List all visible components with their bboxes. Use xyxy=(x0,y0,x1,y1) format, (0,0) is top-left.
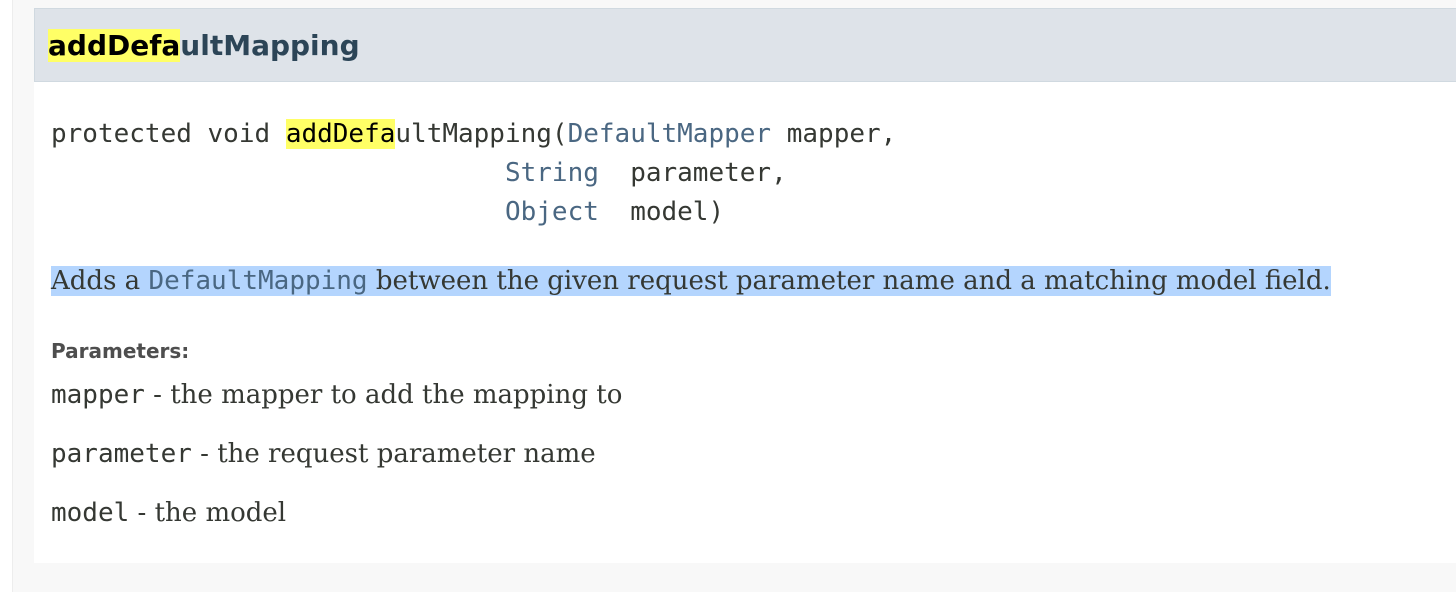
method-header: addDefaultMapping xyxy=(34,8,1456,82)
param-item-mapper: mapper - the mapper to add the mapping t… xyxy=(51,378,622,412)
param-name: model xyxy=(51,498,130,528)
method-title: addDefaultMapping xyxy=(48,28,360,64)
signature-gap xyxy=(599,158,630,188)
description-after: between the given request parameter name… xyxy=(367,266,1331,296)
type-link-object[interactable]: Object xyxy=(504,197,599,227)
method-detail-block: addDefaultMapping protected void addDefa… xyxy=(34,8,1456,563)
signature-param-model: model) xyxy=(630,197,725,227)
type-link-string[interactable]: String xyxy=(504,158,599,188)
param-desc: - the request parameter name xyxy=(191,439,596,469)
param-item-parameter: parameter - the request parameter name xyxy=(51,437,596,471)
search-highlight: addDefa xyxy=(48,29,181,62)
signature-gap xyxy=(771,119,787,149)
param-desc: - the mapper to add the mapping to xyxy=(144,380,623,410)
parameters-label: Parameters: xyxy=(51,339,190,363)
method-signature: protected void addDefaultMapping(Default… xyxy=(51,115,896,232)
param-item-model: model - the model xyxy=(51,496,286,530)
method-title-rest: ultMapping xyxy=(180,29,360,62)
signature-indent xyxy=(51,158,505,188)
signature-param-mapper: mapper, xyxy=(786,119,897,149)
defaultmapping-link[interactable]: DefaultMapping xyxy=(148,266,368,296)
signature-name-rest: ultMapping( xyxy=(395,119,568,149)
signature-param-parameter: parameter, xyxy=(630,158,787,188)
method-description: Adds a DefaultMapping between the given … xyxy=(51,262,1331,300)
type-link-defaultmapper[interactable]: DefaultMapper xyxy=(567,119,772,149)
signature-search-highlight: addDefa xyxy=(285,119,396,149)
param-desc: - the model xyxy=(129,498,287,528)
selected-text: Adds a DefaultMapping between the given … xyxy=(51,266,1331,296)
param-name: parameter xyxy=(51,439,192,469)
signature-indent xyxy=(51,197,505,227)
signature-modifiers: protected void xyxy=(51,119,286,149)
description-before: Adds a xyxy=(51,266,149,296)
method-details-container: addDefaultMapping protected void addDefa… xyxy=(12,0,1456,592)
signature-gap xyxy=(599,197,630,227)
param-name: mapper xyxy=(51,380,145,410)
